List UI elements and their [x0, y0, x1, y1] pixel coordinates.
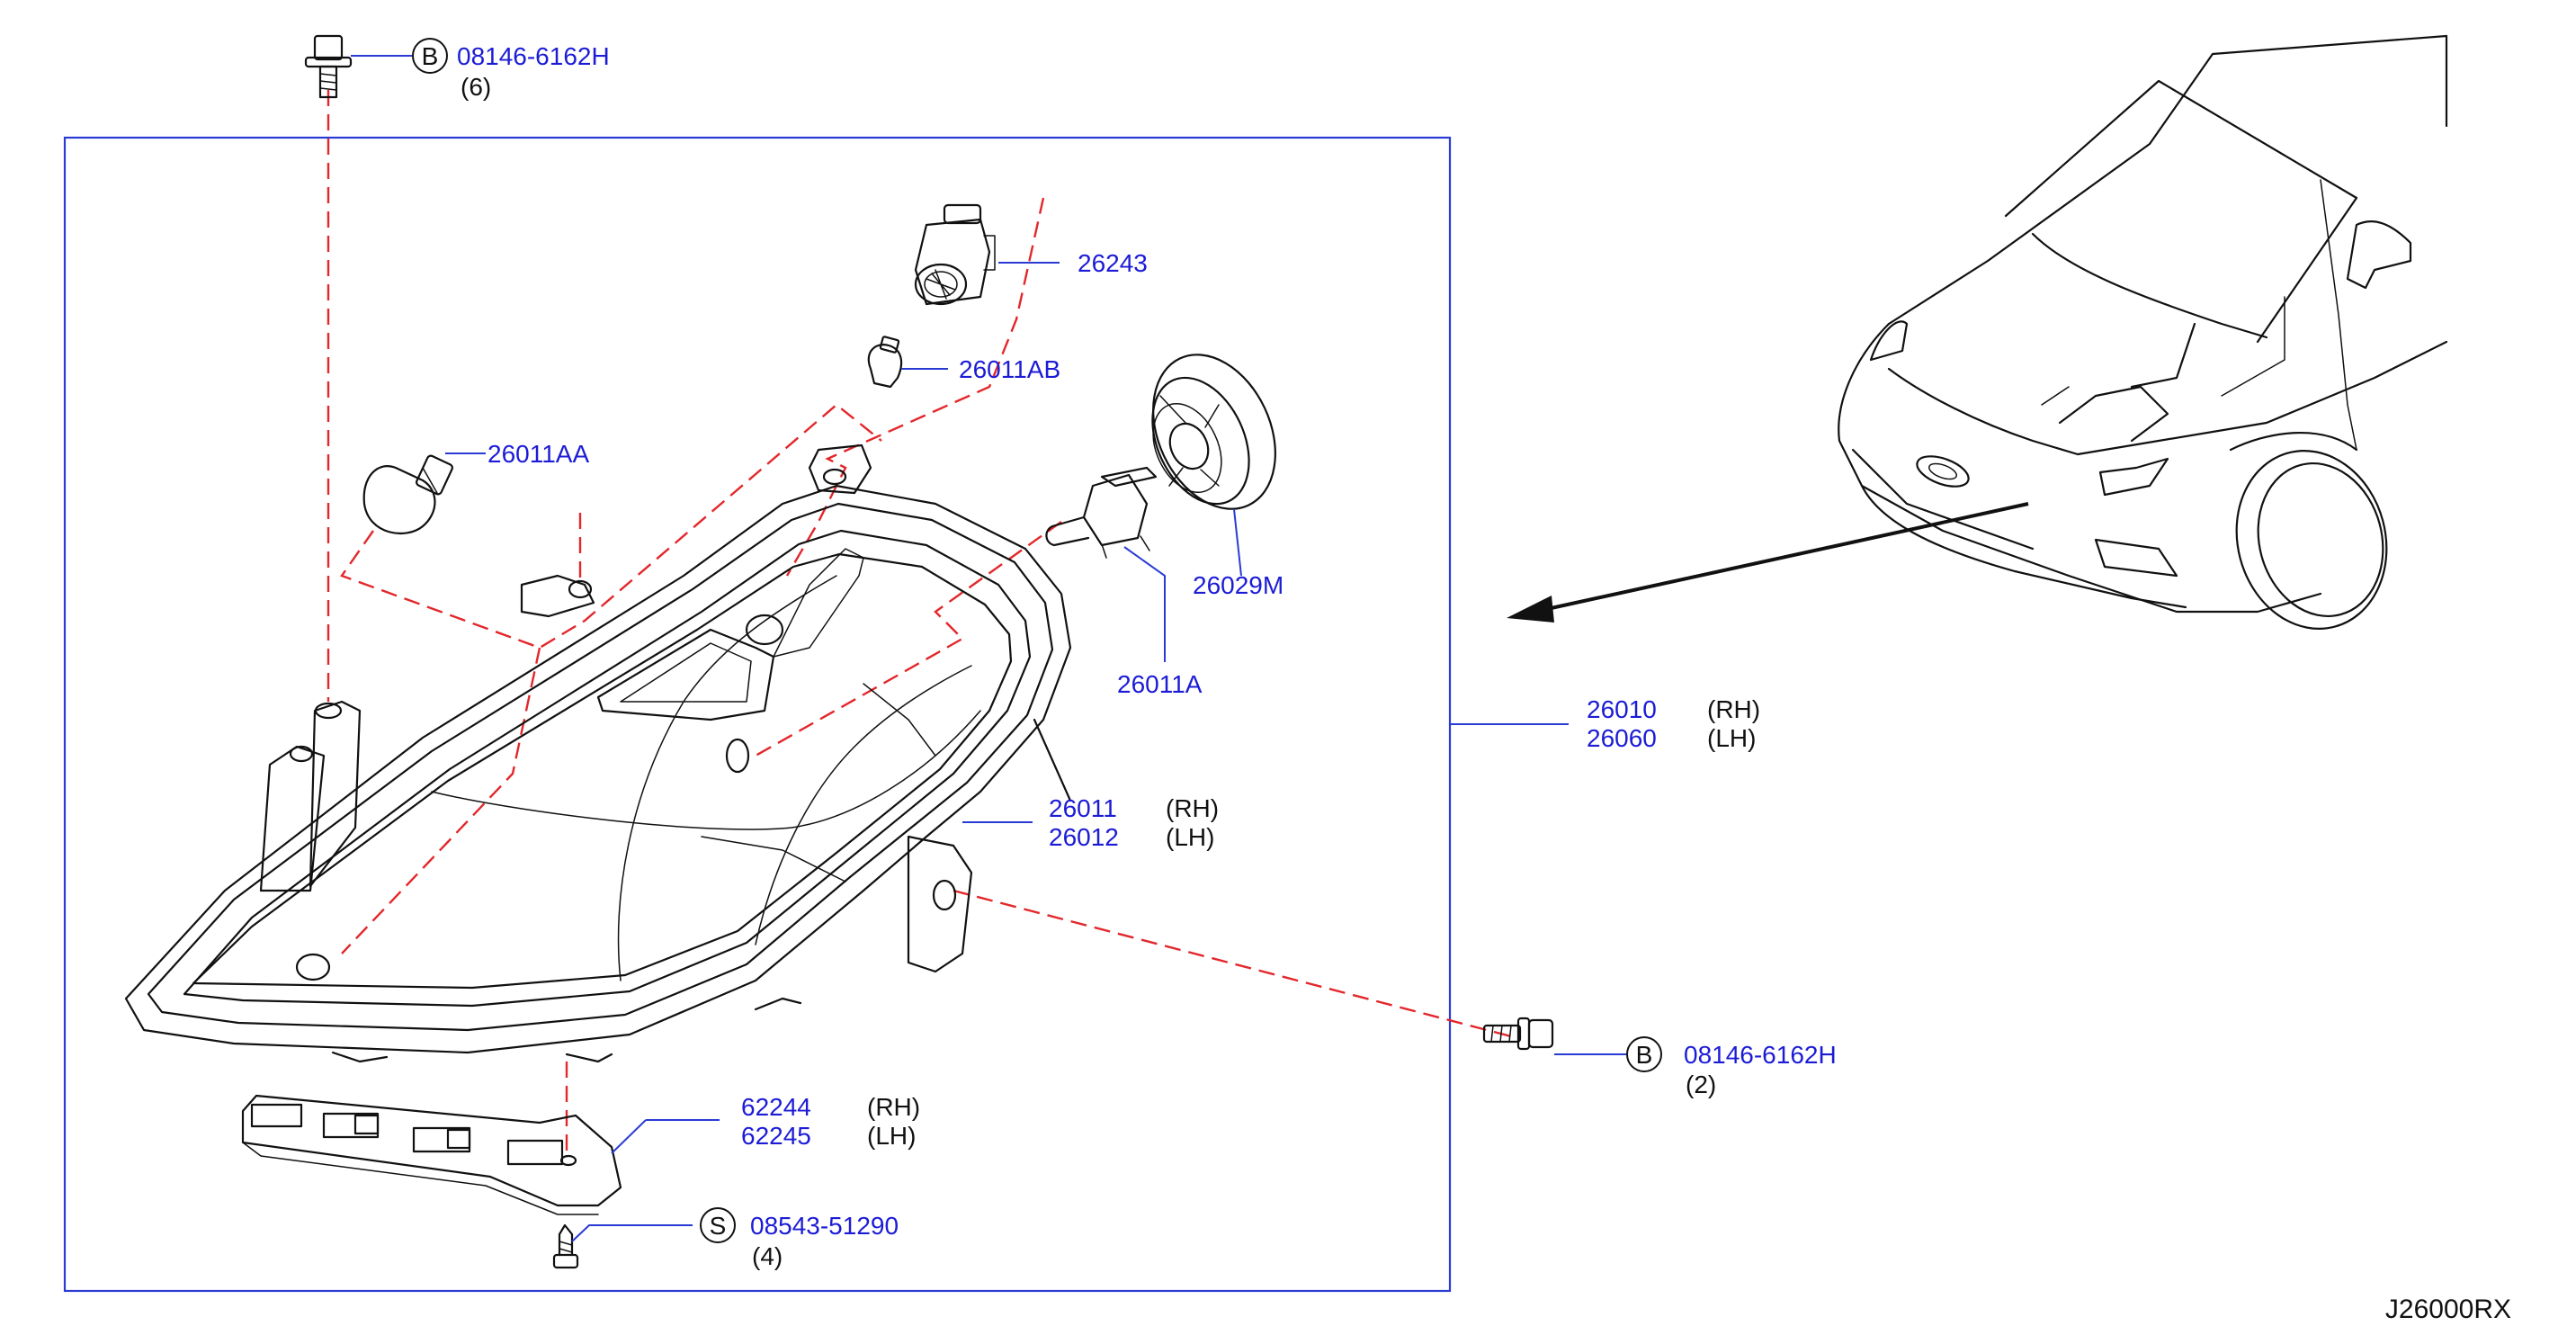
bracket-rh-part-number[interactable]: 62244 — [741, 1093, 811, 1121]
assembly-frame — [63, 136, 1452, 1293]
assembly-rh-side: (RH) — [1707, 695, 1760, 723]
location-arrow-icon — [1507, 502, 2029, 623]
tapping-screw-icon — [552, 1223, 579, 1269]
dashed-guides — [326, 90, 1512, 1153]
bolt-top-part-number[interactable]: 08146-6162H — [457, 42, 610, 70]
assembly-lh-side: (LH) — [1707, 724, 1756, 752]
bulb-socket-icon — [914, 203, 996, 306]
code-circle-top: B — [412, 38, 448, 74]
assembly-lh-part-number[interactable]: 26060 — [1587, 724, 1657, 752]
bulb-ab-part-number[interactable]: 26011AB — [959, 355, 1060, 383]
cap-part-number[interactable]: 26029M — [1193, 571, 1284, 599]
bracket-lh-part-number[interactable]: 62245 — [741, 1122, 811, 1150]
lamp-rh-side: (RH) — [1166, 794, 1219, 822]
bolt-right-part-number[interactable]: 08146-6162H — [1684, 1041, 1837, 1069]
bolt-right-quantity: (2) — [1686, 1071, 1716, 1098]
diagram-code: J26000RX — [2385, 1295, 2511, 1324]
socket-part-number[interactable]: 26243 — [1078, 249, 1148, 277]
headlamp-assembly-icon — [124, 444, 1072, 1063]
lamp-rh-part-number[interactable]: 26011 — [1049, 794, 1117, 822]
wedge-bulb-ab-icon — [867, 336, 903, 389]
bulb-a-part-number[interactable]: 26011A — [1117, 670, 1203, 698]
bracket-rh-side: (RH) — [867, 1093, 920, 1121]
bulb-aa-icon — [362, 454, 453, 535]
code-circle-screw: S — [700, 1207, 736, 1243]
code-circle-right: B — [1626, 1036, 1662, 1072]
headlamp-cap-icon — [1151, 354, 1276, 510]
screw-quantity: (4) — [752, 1242, 783, 1270]
screw-part-number[interactable]: 08543-51290 — [750, 1212, 899, 1240]
h4-bulb-icon — [1045, 466, 1158, 559]
bolt-top-quantity: (6) — [461, 73, 491, 101]
code-letter-top: B — [422, 42, 439, 70]
car-location-sketch-icon — [1838, 34, 2448, 630]
code-letter-screw: S — [710, 1212, 727, 1240]
flange-bolt-top-icon — [304, 34, 353, 99]
bracket-lh-side: (LH) — [867, 1122, 916, 1150]
mounting-bracket-icon — [241, 1094, 622, 1215]
assembly-rh-part-number[interactable]: 26010 — [1587, 695, 1657, 723]
code-letter-right: B — [1636, 1041, 1653, 1069]
lamp-lh-part-number[interactable]: 26012 — [1049, 823, 1119, 851]
bulb-aa-part-number[interactable]: 26011AA — [487, 440, 589, 468]
flange-bolt-right-icon — [1482, 1017, 1554, 1051]
lamp-lh-side: (LH) — [1166, 823, 1214, 851]
